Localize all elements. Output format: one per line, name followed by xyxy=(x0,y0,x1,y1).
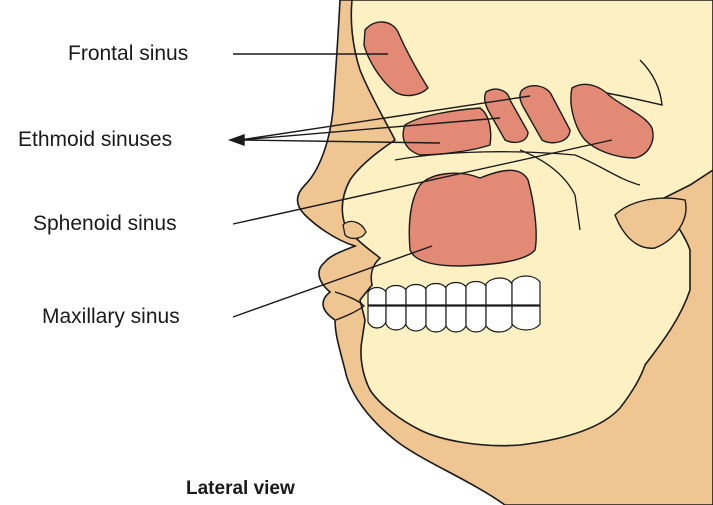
tooth xyxy=(466,282,486,306)
tooth xyxy=(368,288,386,306)
tooth xyxy=(486,306,512,332)
tooth xyxy=(406,285,426,306)
maxillary-sinus xyxy=(409,170,536,266)
sphenoid-sinus-label: Sphenoid sinus xyxy=(33,212,177,236)
tooth xyxy=(426,306,446,332)
tooth xyxy=(446,306,466,332)
tooth xyxy=(466,306,486,332)
tooth xyxy=(406,306,426,331)
tooth xyxy=(512,276,540,305)
tooth xyxy=(386,286,406,306)
view-caption: Lateral view xyxy=(186,478,295,500)
tooth xyxy=(446,283,466,306)
maxillary-sinus-label: Maxillary sinus xyxy=(42,305,180,329)
tooth xyxy=(426,284,446,306)
ethmoid-sinuses-label: Ethmoid sinuses xyxy=(18,128,172,152)
tooth xyxy=(368,306,386,328)
frontal-sinus-label: Frontal sinus xyxy=(68,42,188,66)
tooth xyxy=(512,306,540,330)
tooth xyxy=(386,306,406,330)
tooth xyxy=(486,278,512,305)
